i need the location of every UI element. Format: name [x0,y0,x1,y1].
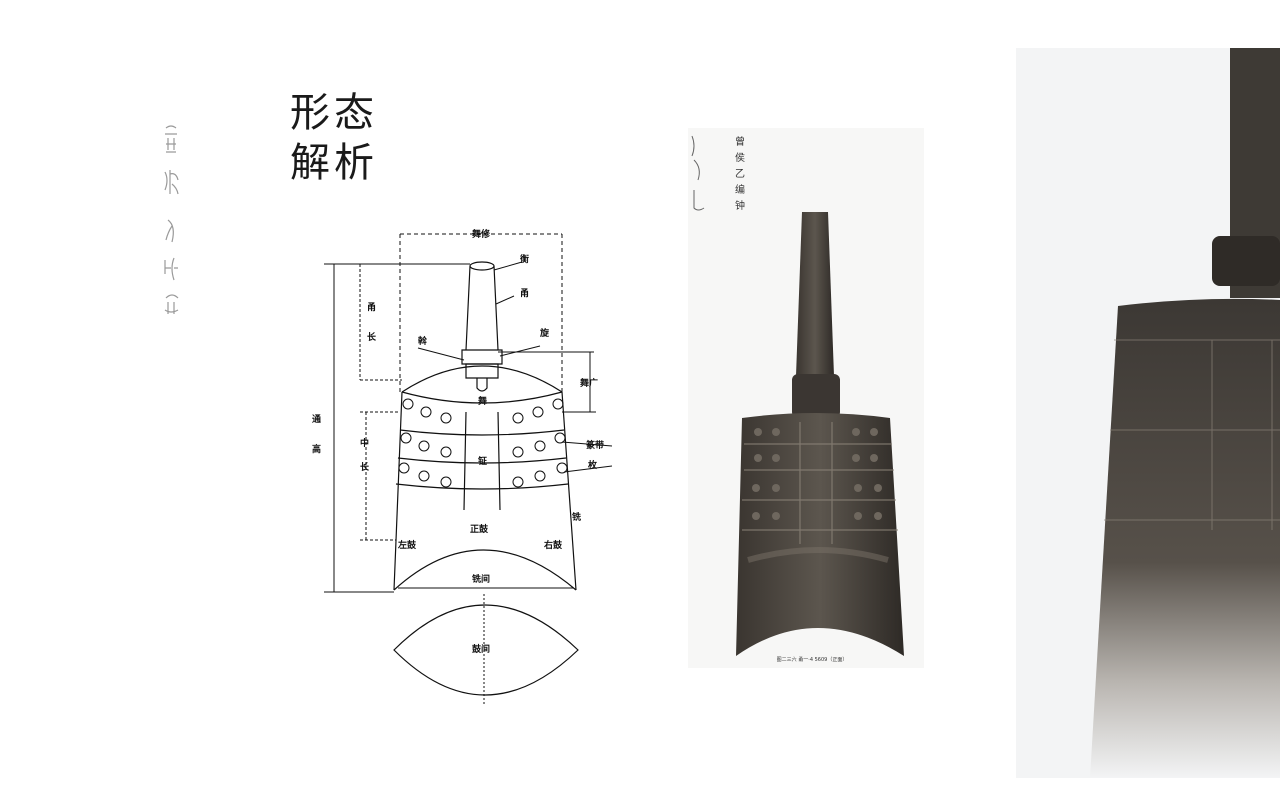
bell-side-title: 曾侯乙编钟 [735,137,745,212]
photo-caption: 图二三六 甬一·4 5609（正面） [776,657,848,663]
label-zhuan-dai: 篆带 [586,439,604,451]
label-wu: 舞 [478,395,487,407]
label-xuan: 旋 [539,327,550,339]
studs [398,398,568,488]
label-zuo-gu: 左鼓 [397,539,417,551]
bell-body-drawing [393,365,577,591]
label-yong: 甬 [520,288,529,299]
dimension-lines [324,233,613,706]
label-zhong: 中 [360,437,369,449]
label-xian-jian: 铣间 [472,573,490,585]
label-chang: 长 [360,461,370,473]
label-heng: 衡 [520,253,529,265]
page-title: 形态 解析 [290,88,378,188]
label-zheng: 钲 [478,455,487,467]
label-gu-jian: 鼓间 [472,643,490,655]
page-title-line-2: 解析 [290,140,378,186]
label-you-gu: 右鼓 [543,539,563,551]
label-xian: 铣 [572,511,581,523]
bell-structure-diagram: 舞修 衡 甬 旋 斡 甬 长 舞广 通 高 中 长 舞 钲 篆带 枚 铣 正鼓 … [312,228,613,706]
bronze-bell-photo [688,128,924,668]
bell-closeup-drawing [1090,48,1280,778]
cross-section [393,604,579,696]
label-wu-guang: 舞广 [580,377,598,389]
label-gan: 斡 [418,335,428,347]
label-yong-chang-2: 长 [367,331,377,343]
label-wu-xiu: 舞修 [472,228,491,240]
label-yong-chang-1: 甬 [367,302,376,313]
label-zheng-gu: 正鼓 [470,523,489,535]
label-tong: 通 [312,413,321,425]
seal-script-mark [164,125,179,314]
label-gao: 高 [312,443,321,455]
page-title-line-1: 形态 [290,90,378,136]
bell-closeup-photo [1016,48,1280,778]
label-mei: 枚 [588,459,598,471]
shank-drawing [461,261,503,392]
